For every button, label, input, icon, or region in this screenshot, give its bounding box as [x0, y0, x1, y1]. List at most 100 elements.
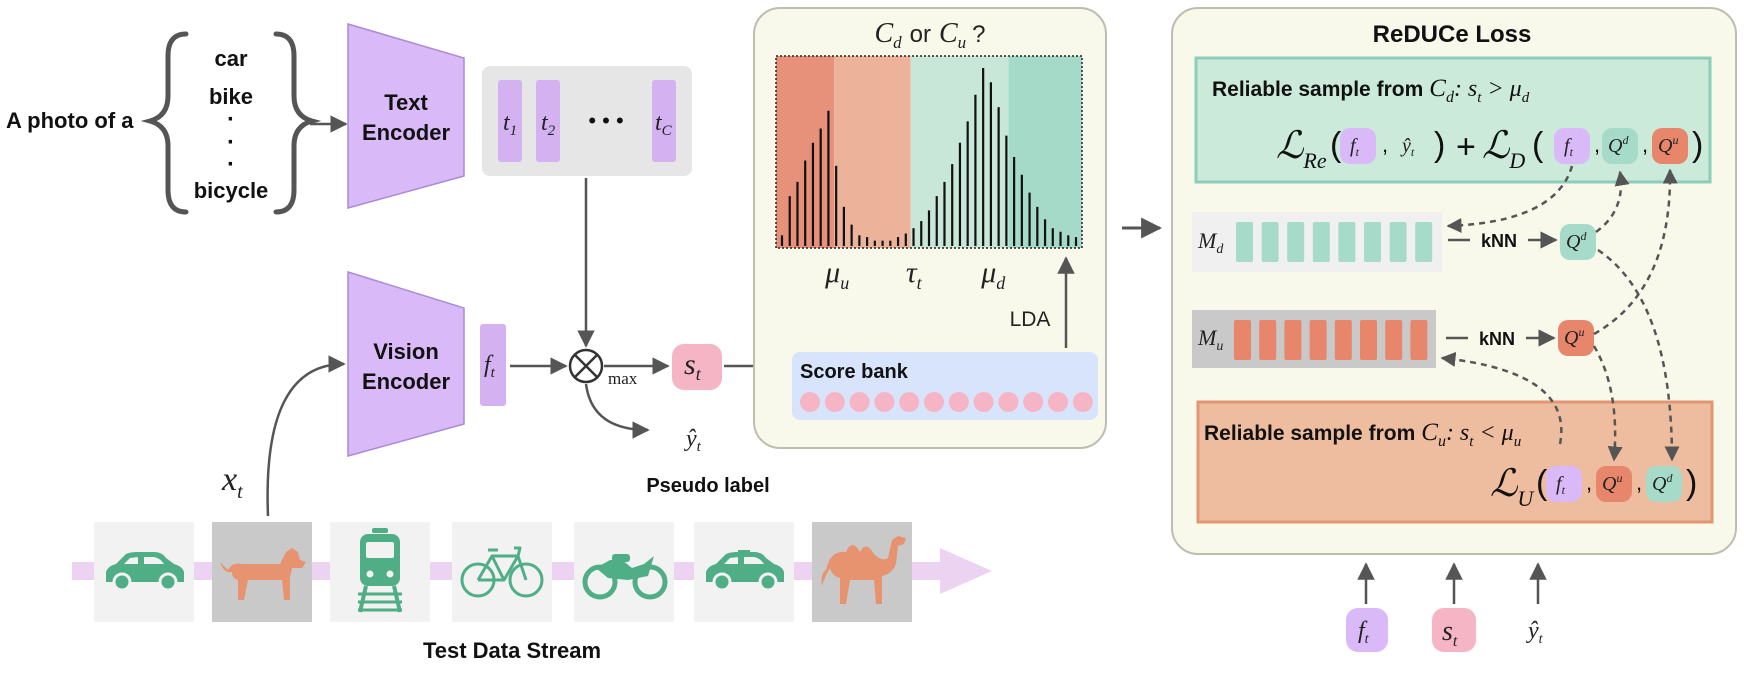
stream-item-dog: [212, 522, 312, 622]
vision-encoder-shape: [347, 270, 465, 457]
loss-re-close: ): [1434, 126, 1445, 164]
memory-u-knn: kNN: [1479, 329, 1515, 349]
text-feature-bank-bg: [482, 66, 692, 176]
memory-u-cell: [1309, 320, 1327, 360]
product-operator: [568, 348, 604, 384]
vision-feature: ft: [480, 324, 506, 406]
score-bank-entry: [1072, 392, 1093, 412]
train-icon: [358, 528, 402, 613]
score-bank-entry: [1023, 392, 1044, 412]
text-encoder-label-2: Encoder: [362, 120, 450, 145]
memory-d-cell: [1236, 222, 1253, 262]
pseudo-caption: Pseudo label: [646, 475, 769, 497]
memory-u-cell: [1234, 320, 1251, 360]
memory-u-cell: [1385, 320, 1403, 360]
loss-re-open: (: [1330, 126, 1342, 164]
memory-d-label: Md: [1197, 228, 1224, 257]
text-feature-t2-chip: [536, 80, 560, 162]
memory-d-cell: [1261, 222, 1279, 262]
text-feature-t1-chip: [498, 80, 522, 162]
stream-item-taxi: [694, 522, 794, 622]
memory-u-cell: [1284, 320, 1302, 360]
score-bank-entry: [998, 392, 1019, 412]
score-bank-entry: [874, 392, 895, 412]
loss-d-open: (: [1532, 126, 1544, 164]
score-node: st: [672, 344, 722, 390]
loss-d-qu: Qu: [1658, 133, 1678, 157]
class-bicycle: bicycle: [194, 178, 269, 203]
input-label: xt: [221, 461, 243, 503]
test-data-stream: Test Data Stream: [72, 522, 992, 663]
loss-d-symbol: ℒD: [1482, 125, 1525, 173]
loss-d-qu-chip: [1652, 128, 1688, 164]
qd-node: Qd: [1566, 229, 1587, 253]
input-s-chip: [1432, 608, 1476, 652]
loss-d-qd: Qd: [1608, 133, 1629, 157]
vision-feature-chip: [480, 324, 506, 406]
reliable-u-box: [1196, 400, 1714, 524]
product-to-pseudo-arrow: [584, 383, 650, 439]
memory-d-cell: [1415, 222, 1433, 262]
score-label: st: [684, 348, 702, 384]
qd-node-chip: [1560, 224, 1596, 260]
score-bank-entries: [800, 392, 1093, 412]
vision-encoder-label-2: Encoder: [362, 369, 450, 394]
stream-item-train: [330, 522, 430, 622]
score-bank-entry: [973, 392, 994, 412]
stream-item-bicycle: [452, 522, 552, 622]
score-bank-entry: [1048, 392, 1068, 412]
text-feature-tc: tC: [655, 110, 673, 139]
loss-u-close: ): [1686, 464, 1697, 502]
loss-re-comma: ,: [1382, 132, 1388, 157]
loss-d-f: ft: [1564, 135, 1574, 159]
class-dot-1: ·: [227, 106, 235, 133]
memory-d-cell: [1312, 222, 1330, 262]
loss-u-qu: Qu: [1602, 471, 1622, 495]
vision-encoder: Vision Encoder: [347, 270, 465, 457]
input-to-vision-encoder-arrow: [266, 355, 346, 517]
loss-re-symbol: ℒRe: [1276, 125, 1327, 173]
loss-title: ReDUCe Loss: [1373, 21, 1532, 48]
loss-re-f: ft: [1350, 135, 1360, 159]
score-histogram: [776, 56, 1082, 248]
stream-caption: Test Data Stream: [423, 638, 601, 663]
text-feature-t2: t2: [541, 110, 556, 139]
max-label: max: [608, 369, 638, 388]
memory-u-cell: [1410, 320, 1428, 360]
score-bank-entry: [924, 392, 944, 412]
dashed-connections: [1440, 165, 1680, 462]
memory-u-cell: [1334, 320, 1352, 360]
text-prompt: A photo of a car bike · · · bicycle: [6, 31, 322, 215]
memory-d-cell: [1287, 222, 1305, 262]
histogram-region-1: [834, 56, 911, 248]
memory-d-cell: [1389, 222, 1407, 262]
loss-u-qd: Qd: [1652, 471, 1673, 495]
stream-item-motorcycle: [574, 522, 674, 622]
stream-item-car: [94, 522, 194, 622]
loss-inputs: ft st ŷt: [1346, 562, 1547, 652]
loss-d-f-chip: [1554, 128, 1590, 164]
car-icon: [106, 552, 184, 592]
histogram-region-3: [1008, 56, 1082, 248]
text-encoder-shape: [347, 22, 465, 209]
loss-u-f: ft: [1556, 473, 1566, 497]
text-feature-bank: t1 t2 tC • • •: [482, 66, 692, 176]
motorcycle-icon: [582, 554, 668, 600]
input-f-chip: [1346, 608, 1388, 652]
pseudo-symbol: ŷt: [684, 426, 702, 455]
text-feature-t1: t1: [503, 110, 517, 139]
memory-u-cell: [1360, 320, 1377, 360]
score-bank-entry: [824, 392, 845, 412]
svg-text:,: ,: [1642, 132, 1648, 157]
dog-icon: [220, 548, 306, 600]
score-bank-entry: [899, 392, 920, 412]
text-encoder-label-1: Text: [384, 90, 428, 115]
text-encoder: Text Encoder: [347, 22, 465, 209]
f-to-memory-d-dashed: [1446, 165, 1574, 233]
